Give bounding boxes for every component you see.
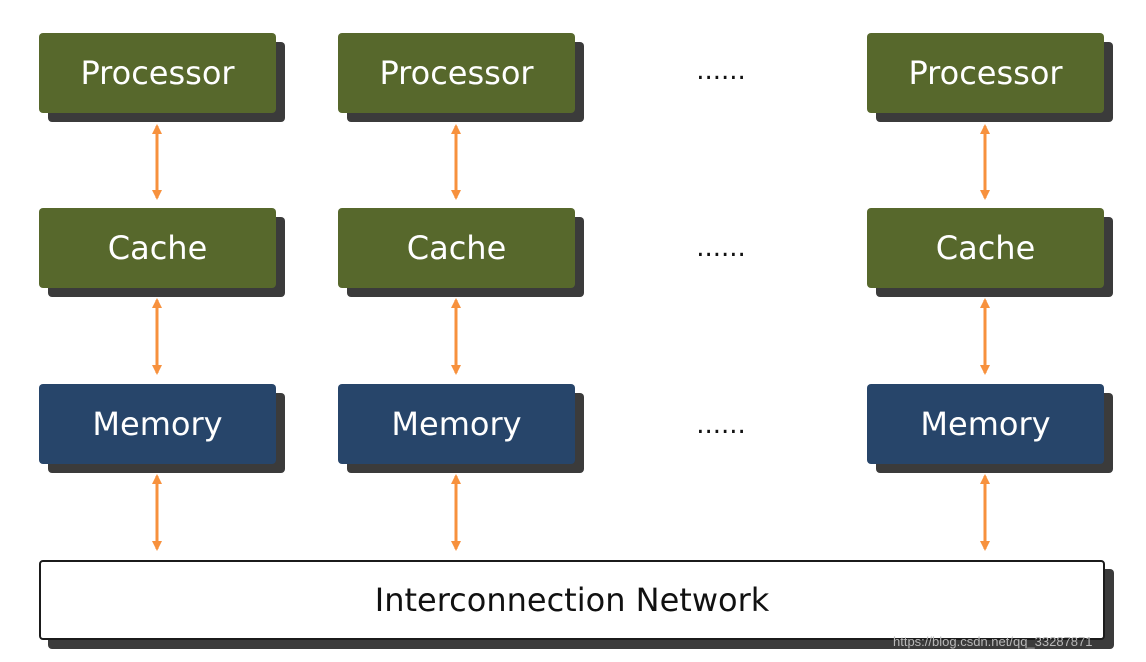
ellipsis-cache-row: ...... [696, 233, 746, 263]
memory-box-3: Memory [867, 384, 1104, 464]
network-label: Interconnection Network [374, 581, 770, 619]
processor-label-3: Processor [908, 54, 1063, 92]
memory-box-1: Memory [39, 384, 276, 464]
cache-box-1: Cache [39, 208, 276, 288]
processor-box-1: Processor [39, 33, 276, 113]
memory-label-1: Memory [92, 405, 223, 443]
interconnection-network-box: Interconnection Network [39, 560, 1105, 640]
cache-box-2: Cache [338, 208, 575, 288]
cache-label-2: Cache [406, 229, 507, 267]
cache-label-3: Cache [935, 229, 1036, 267]
ellipsis-memory-row: ...... [696, 410, 746, 440]
cache-label-1: Cache [107, 229, 208, 267]
memory-box-2: Memory [338, 384, 575, 464]
processor-label-2: Processor [379, 54, 534, 92]
processor-label-1: Processor [80, 54, 235, 92]
processor-box-2: Processor [338, 33, 575, 113]
watermark-url: https://blog.csdn.net/qq_33287871 [893, 634, 1093, 649]
memory-label-3: Memory [920, 405, 1051, 443]
processor-box-3: Processor [867, 33, 1104, 113]
cache-box-3: Cache [867, 208, 1104, 288]
ellipsis-processor-row: ...... [696, 56, 746, 86]
memory-label-2: Memory [391, 405, 522, 443]
